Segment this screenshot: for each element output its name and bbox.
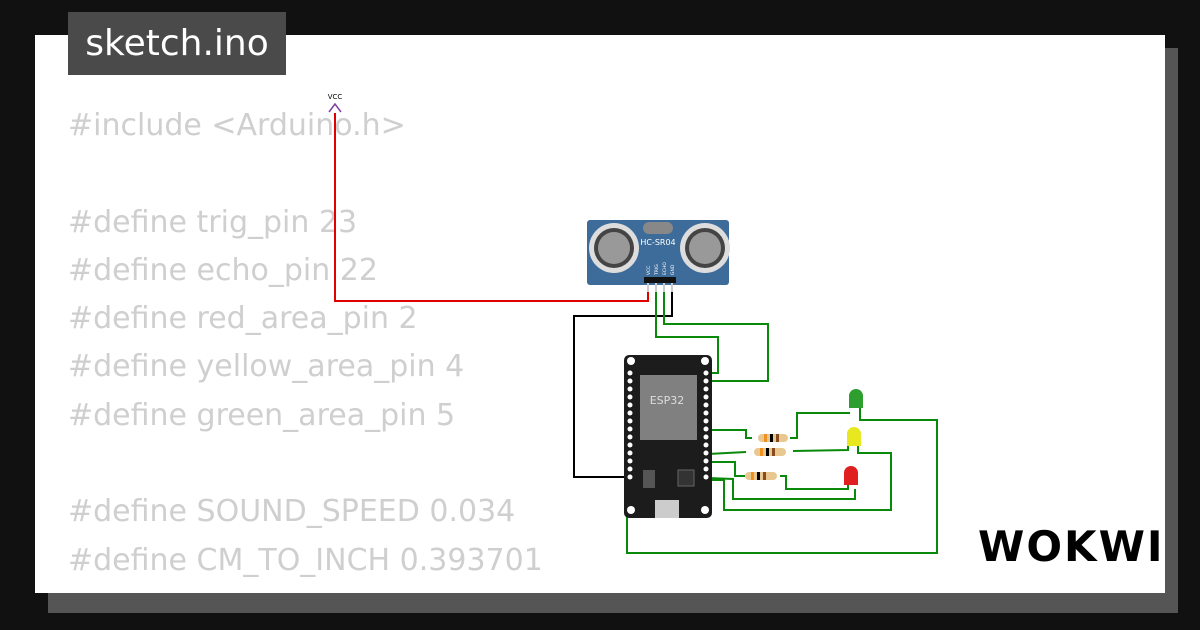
preview-panel [35, 35, 1165, 593]
red-gnd-wire [707, 477, 856, 500]
code-line: #define echo_pin 22 [68, 252, 378, 288]
vcc-label: VCC [328, 93, 343, 101]
green-led[interactable] [849, 389, 863, 408]
sensor-label: HC-SR04 [640, 238, 675, 247]
yellow-led[interactable] [847, 427, 861, 446]
green-res-wire [790, 412, 850, 439]
file-title: sketch.ino [68, 12, 286, 75]
board-pins [627, 357, 709, 514]
yellow-led-wire [707, 451, 747, 455]
gnd-wire [573, 290, 673, 478]
sensor-pin-echo-label: ECHO [662, 262, 668, 275]
trig-wire [655, 290, 719, 374]
code-line: #define trig_pin 23 [68, 204, 358, 240]
vcc-wire [334, 113, 649, 302]
code-line: #define SOUND_SPEED 0.034 [68, 494, 516, 530]
code-preview: #include <Arduino.h> #define trig_pin 23… [68, 102, 543, 585]
echo-wire [663, 290, 769, 382]
esp32-board[interactable]: ESP32 [624, 355, 712, 518]
code-line: #define yellow_area_pin 4 [68, 349, 465, 385]
yellow-res-wire [792, 446, 849, 452]
green-gnd-wire [626, 408, 938, 554]
resistor-2[interactable] [754, 448, 786, 456]
resistor-1[interactable] [758, 434, 788, 442]
code-line: #define CM_TO_INCH 0.393701 [68, 542, 543, 578]
red-led[interactable] [844, 466, 858, 485]
wokwi-logo: WOKWI [978, 522, 1165, 571]
green-led-wire [708, 429, 752, 439]
sensor-pin-trig-label: TRIG [654, 264, 660, 276]
code-line: #include <Arduino.h> [68, 108, 406, 143]
sensor-pin-gnd-label: GND [670, 264, 676, 275]
code-line: #define green_area_pin 5 [68, 397, 456, 433]
ultrasonic-sensor[interactable]: HC-SR04 VCC TRIG ECHO GND [587, 220, 730, 292]
board-label: ESP32 [650, 394, 685, 407]
red-res-wire [780, 475, 849, 490]
code-line: #define red_area_pin 2 [68, 301, 418, 337]
sensor-pin-vcc-label: VCC [646, 266, 652, 275]
vcc-marker: VCC [328, 93, 343, 113]
red-led-wire [708, 461, 745, 477]
resistor-3[interactable] [745, 472, 777, 480]
yellow-gnd-wire [708, 446, 892, 511]
